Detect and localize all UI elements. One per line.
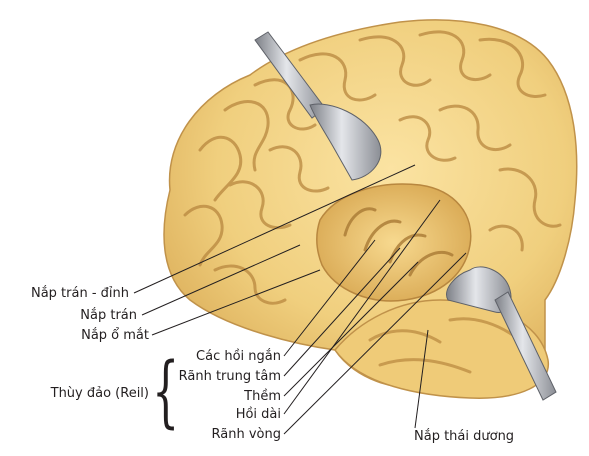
group-label-thuy-dao: Thùy đảo (Reil) xyxy=(50,386,149,401)
insula-shape xyxy=(316,183,472,302)
leader-lines xyxy=(133,164,467,435)
label-hoi-dai: Hồi dài xyxy=(235,407,281,422)
leader-line-ranh-vong xyxy=(283,252,467,435)
gyri-folds xyxy=(183,30,562,305)
leader-line-hoi-dai xyxy=(283,199,441,415)
label-nap-tran-dinh: Nắp trán - đỉnh xyxy=(30,286,129,301)
leader-line-nap-tran xyxy=(141,244,301,316)
retractor-upper xyxy=(254,31,382,181)
label-ranh-vong: Rãnh vòng xyxy=(211,427,281,442)
label-cac-hoi-ngan: Các hồi ngắn xyxy=(196,349,281,364)
leader-line-nap-tran-dinh xyxy=(133,164,416,294)
leader-line-ranh-trung-tam xyxy=(283,247,401,377)
label-nap-thai-duong: Nắp thái dương xyxy=(414,429,515,444)
label-nap-o-mat: Nắp ổ mắt xyxy=(81,328,149,343)
leader-line-cac-hoi-ngan xyxy=(283,239,376,357)
leader-line-nap-thai-duong xyxy=(414,329,429,429)
group-brace: { xyxy=(152,347,180,437)
label-nap-tran: Nắp trán xyxy=(80,308,137,323)
leader-line-them xyxy=(283,261,419,397)
leader-line-nap-o-mat xyxy=(151,269,321,336)
label-ranh-trung-tam: Rãnh trung tâm xyxy=(178,369,281,384)
label-them: Thềm xyxy=(244,389,281,404)
insular-gyri xyxy=(343,207,454,277)
retractor-lower xyxy=(446,266,557,401)
